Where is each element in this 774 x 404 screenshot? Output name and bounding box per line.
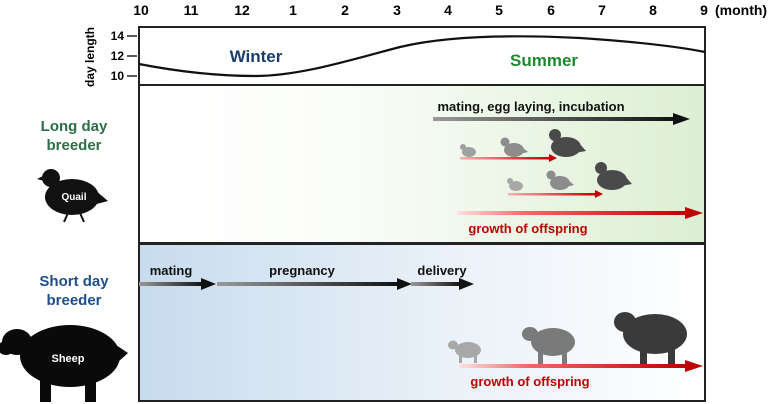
long-day-frame	[138, 84, 706, 244]
quail-chick-small-icon	[507, 178, 523, 191]
month-tick-label: 9	[700, 2, 708, 18]
young-sheep-icon	[522, 327, 575, 364]
quail-adult-icon	[549, 129, 586, 157]
month-tick-label: 10	[133, 2, 149, 18]
adult-sheep-icon	[614, 312, 687, 364]
quail-growth-arrow-2	[508, 190, 603, 198]
stage-mating-label: mating	[150, 263, 193, 278]
month-tick-label: 2	[341, 2, 349, 18]
month-tick-label: 5	[495, 2, 503, 18]
month-unit-label: (month)	[715, 2, 767, 18]
quail-chick-medium-icon	[546, 170, 574, 190]
quail-icon	[37, 169, 108, 223]
quail-label: Quail	[61, 192, 86, 203]
long-day-growth-label: growth of offspring	[468, 221, 587, 236]
summer-label: Summer	[510, 51, 578, 70]
short-day-title-line1: Short day	[39, 273, 109, 290]
month-tick-label: 12	[234, 2, 250, 18]
day-length-curve	[138, 35, 706, 78]
long-day-panel: Long day breeder Quail mating, egg layin…	[37, 84, 706, 244]
ytick-label: 12	[111, 49, 125, 63]
long-day-title-line1: Long day	[41, 118, 108, 135]
month-tick-label: 3	[393, 2, 401, 18]
mating-arrow	[139, 278, 216, 290]
ytick-label: 14	[111, 29, 125, 43]
long-day-growth-arrow	[457, 207, 703, 219]
short-day-growth-label: growth of offspring	[470, 374, 589, 389]
short-day-growth-arrow	[459, 360, 703, 372]
quail-chick-medium-icon	[500, 137, 528, 157]
long-day-activity-label: mating, egg laying, incubation	[437, 99, 624, 114]
short-day-frame	[138, 243, 706, 402]
month-tick-label: 7	[598, 2, 606, 18]
month-tick-label: 4	[444, 2, 452, 18]
quail-growth-arrow-1	[460, 154, 557, 162]
quail-chick-small-icon	[460, 144, 476, 157]
ytick-label: 10	[111, 69, 125, 83]
winter-label: Winter	[230, 47, 283, 66]
sheep-icon	[0, 325, 128, 402]
long-day-activity-arrow	[433, 113, 690, 125]
day-length-panel: Winter Summer 14 12 10 day length	[83, 26, 706, 87]
month-tick-label: 1	[289, 2, 297, 18]
stage-delivery-label: delivery	[417, 263, 467, 278]
quail-adult-icon	[595, 162, 632, 190]
delivery-arrow	[411, 278, 474, 290]
stage-pregnancy-label: pregnancy	[269, 263, 336, 278]
month-tick-label: 6	[547, 2, 555, 18]
day-length-frame	[138, 26, 706, 86]
month-axis: 10 11 12 1 2 3 4 5 6 7 8 9 (month)	[133, 2, 767, 18]
lamb-icon	[448, 340, 481, 363]
month-tick-label: 8	[649, 2, 657, 18]
sheep-label: Sheep	[51, 353, 84, 365]
short-day-title-line2: breeder	[46, 292, 101, 309]
short-day-panel: Short day breeder Sheep mating pregnancy…	[0, 243, 706, 402]
day-length-axis-label: day length	[83, 27, 97, 87]
pregnancy-arrow	[217, 278, 412, 290]
month-tick-label: 11	[184, 2, 199, 18]
long-day-title-line2: breeder	[46, 137, 101, 154]
